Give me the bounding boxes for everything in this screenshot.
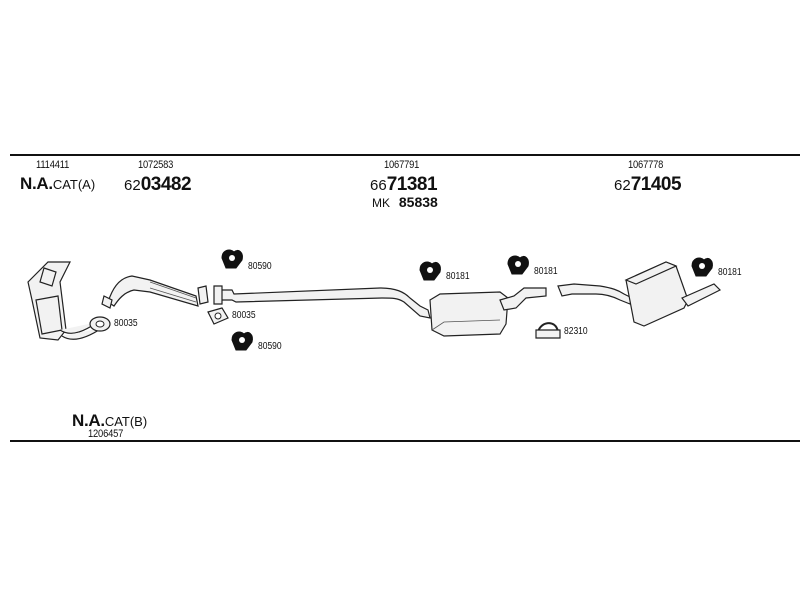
- ref-number: 1206457: [88, 428, 124, 440]
- centre-muffler-icon: [429, 287, 547, 337]
- part-label: 80181: [718, 267, 742, 278]
- cat-b-label: CAT(B): [104, 414, 148, 429]
- rubber-hanger-5-icon: [691, 257, 713, 277]
- flange-gasket-icon: [89, 316, 111, 332]
- na-cat-b-label: N.A.CAT(B): [72, 412, 147, 430]
- rubber-hanger-4-icon: [507, 255, 529, 275]
- front-pipe-icon: [101, 275, 199, 309]
- rubber-hanger-3-icon: [419, 261, 441, 281]
- gasket-icon: [207, 307, 229, 325]
- part-code: 71405: [630, 174, 682, 195]
- rubber-hanger-2-icon: [231, 331, 253, 351]
- ref-number: 1067791: [384, 159, 420, 171]
- pipe-clamp-icon: [197, 285, 209, 305]
- rubber-hanger-1-icon: [221, 249, 243, 269]
- mk-code: 85838: [398, 194, 438, 210]
- middle-pipe-icon: [213, 285, 431, 319]
- mk-number: MK 85838: [372, 195, 438, 211]
- part-number: 6203482: [124, 174, 192, 195]
- na-label: N.A.: [20, 174, 53, 193]
- rear-silencer-icon: [624, 261, 722, 327]
- ref-number: 1114411: [36, 159, 70, 171]
- part-prefix: 62: [614, 177, 631, 194]
- part-label: 82310: [564, 326, 588, 337]
- part-label: 80035: [232, 310, 256, 321]
- rear-pipe-icon: [557, 283, 633, 305]
- part-label: 80035: [114, 318, 138, 329]
- ref-number: 1067778: [628, 159, 664, 171]
- part-code: 71381: [386, 174, 438, 195]
- ref-number: 1072583: [138, 159, 174, 171]
- na-cat-a-label: N.A.CAT(A): [20, 175, 95, 193]
- part-number: 6671381: [370, 174, 438, 195]
- cat-a-label: CAT(A): [52, 177, 96, 192]
- part-code: 03482: [140, 174, 192, 195]
- part-label: 80181: [534, 266, 558, 277]
- u-clamp-icon: [535, 322, 561, 339]
- part-label: 80590: [258, 341, 282, 352]
- part-prefix: 62: [124, 177, 141, 194]
- mk-label: MK: [372, 196, 390, 210]
- part-prefix: 66: [370, 177, 387, 194]
- catalytic-converter-icon: [27, 261, 103, 341]
- part-number: 6271405: [614, 174, 682, 195]
- part-label: 80181: [446, 271, 470, 282]
- na-label: N.A.: [72, 411, 105, 430]
- part-label: 80590: [248, 261, 272, 272]
